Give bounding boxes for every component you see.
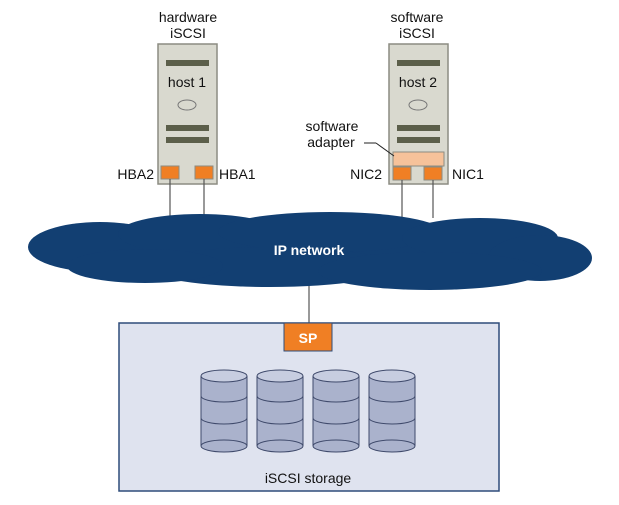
host-1-port-left <box>160 165 180 180</box>
host-2-port-left-label: NIC2 <box>350 166 382 182</box>
cables <box>169 179 434 326</box>
disk-icon <box>368 369 416 453</box>
host-2-caption-line2: iSCSI <box>399 25 435 41</box>
host-1: hardware iSCSI host 1 HBA2 HBA1 <box>117 9 256 185</box>
host-2-port-right-label: NIC1 <box>452 166 484 182</box>
host-2-bar-2 <box>397 137 440 143</box>
ip-network-label: IP network <box>274 242 345 258</box>
software-adapter-label-line2: adapter <box>307 134 355 150</box>
host-2-caption-line1: software <box>391 9 444 25</box>
host-1-led-icon <box>177 99 197 111</box>
host-2-top-bar <box>397 60 440 66</box>
storage-label: iSCSI storage <box>265 470 352 486</box>
host-1-port-right <box>194 165 214 180</box>
host-1-caption-line2: iSCSI <box>170 25 206 41</box>
host-2-port-right <box>423 166 443 181</box>
host-1-name: host 1 <box>168 74 206 90</box>
host-1-top-bar <box>166 60 209 66</box>
disk-icon <box>200 369 248 453</box>
disk-icon <box>312 369 360 453</box>
host-2-led-icon <box>408 99 428 111</box>
storage-processor-label: SP <box>299 330 318 346</box>
host-2: software iSCSI host 2 NIC2 NIC1 software… <box>306 9 484 185</box>
disk-icon <box>256 369 304 453</box>
host-1-bar-1 <box>166 125 209 131</box>
host-1-bar-2 <box>166 137 209 143</box>
ip-network-cloud <box>28 212 592 290</box>
host-1-port-left-label: HBA2 <box>117 166 154 182</box>
host-1-port-right-label: HBA1 <box>219 166 256 182</box>
software-adapter <box>392 151 445 167</box>
host-2-bar-1 <box>397 125 440 131</box>
host-1-body <box>157 43 218 185</box>
host-2-port-left <box>392 166 412 181</box>
software-adapter-leader-line-2 <box>375 142 395 157</box>
software-adapter-label-line1: software <box>306 118 359 134</box>
host-2-name: host 2 <box>399 74 437 90</box>
disk-group <box>200 369 416 453</box>
iscsi-storage: SP iSCSI storage <box>118 322 500 492</box>
host-1-caption-line1: hardware <box>159 9 218 25</box>
storage-processor <box>283 322 333 352</box>
